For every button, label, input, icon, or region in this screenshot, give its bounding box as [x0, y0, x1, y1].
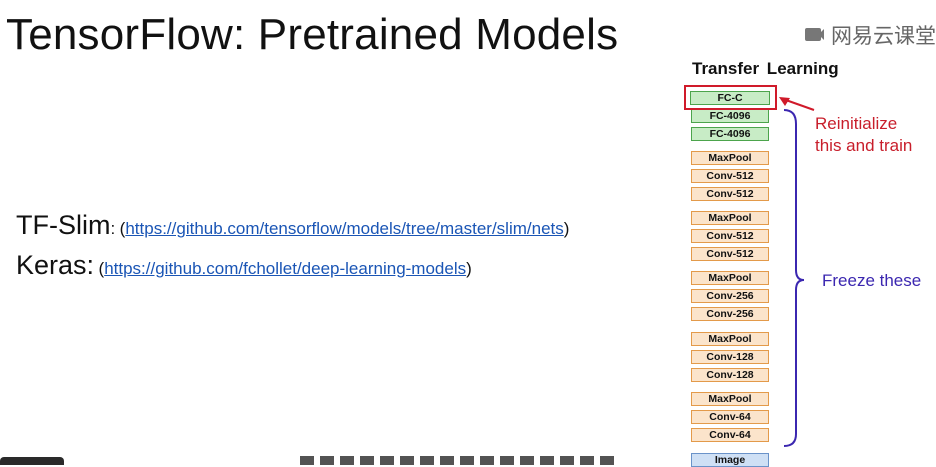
reinitialize-line-1: Reinitialize [815, 114, 898, 133]
layer-conv-128: Conv-128 [691, 368, 769, 382]
layer-conv-512: Conv-512 [691, 187, 769, 201]
layer-maxpool: MaxPool [691, 151, 769, 165]
repo-line-keras: Keras: (https://github.com/fchollet/deep… [16, 250, 472, 281]
repo-paren-open: ( [119, 219, 126, 238]
repo-paren-open: ( [98, 259, 105, 278]
layer-maxpool: MaxPool [691, 392, 769, 406]
layer-maxpool: MaxPool [691, 332, 769, 346]
netease-logo-icon [805, 28, 824, 41]
video-control-button[interactable] [0, 457, 64, 465]
slide-title: TensorFlow: Pretrained Models [6, 10, 619, 59]
layer-maxpool: MaxPool [691, 271, 769, 285]
repo-line-tfslim: TF-Slim: (https://github.com/tensorflow/… [16, 210, 569, 241]
reinitialize-annotation: Reinitialize this and train [815, 113, 912, 157]
watermark: 网易云课堂 [803, 20, 936, 50]
layer-conv-128: Conv-128 [691, 350, 769, 364]
layer-conv-64: Conv-64 [691, 428, 769, 442]
repo-sep: : [110, 219, 116, 238]
repo-paren-close: ) [466, 259, 472, 278]
layer-conv-256: Conv-256 [691, 307, 769, 321]
annotation-graphics [779, 97, 815, 447]
layer-fc-4096: FC-4096 [691, 127, 769, 141]
layer-conv-512: Conv-512 [691, 247, 769, 261]
layer-maxpool: MaxPool [691, 211, 769, 225]
subtitle-fragment [300, 456, 620, 465]
transfer-learning-heading: Transfer Learning [692, 59, 839, 78]
fc-c-highlight-box [684, 85, 777, 110]
keras-link[interactable]: https://github.com/fchollet/deep-learnin… [104, 259, 467, 278]
layer-conv-512: Conv-512 [691, 229, 769, 243]
layer-conv-64: Conv-64 [691, 410, 769, 424]
layer-conv-256: Conv-256 [691, 289, 769, 303]
reinit-arrow-head [779, 97, 790, 106]
layer-fc-4096: FC-4096 [691, 109, 769, 123]
repo-sep: : [86, 250, 95, 280]
repo-name: TF-Slim [16, 210, 111, 240]
freeze-brace [783, 109, 805, 447]
repo-paren-close: ) [563, 219, 570, 238]
freeze-annotation: Freeze these [822, 271, 922, 290]
reinitialize-line-2: this and train [815, 136, 913, 155]
tfslim-link[interactable]: https://github.com/tensorflow/models/tre… [125, 219, 564, 238]
repo-name: Keras [16, 250, 87, 280]
layer-image: Image [691, 453, 769, 467]
watermark-text: 网易云课堂 [831, 25, 936, 48]
layer-fc-c: FC-C [690, 91, 770, 105]
layer-conv-512: Conv-512 [691, 169, 769, 183]
